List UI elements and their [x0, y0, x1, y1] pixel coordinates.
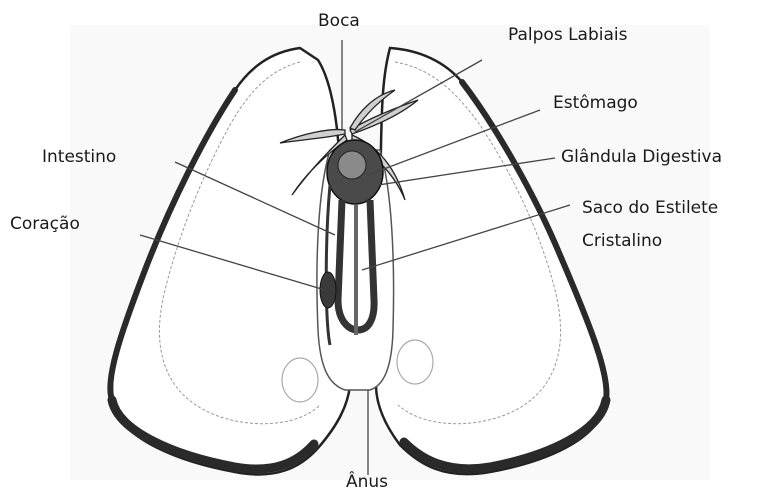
label-glandula-digestiva: Glândula Digestiva — [561, 146, 722, 168]
label-saco-estilete-2: Cristalino — [582, 230, 662, 252]
label-saco-estilete-1: Saco do Estilete — [582, 197, 718, 219]
label-palpos-labiais: Palpos Labiais — [508, 24, 627, 46]
label-anus: Ânus — [346, 471, 388, 493]
stomach — [338, 151, 366, 179]
label-estomago: Estômago — [553, 92, 638, 114]
label-intestino: Intestino — [42, 146, 116, 168]
label-boca: Boca — [318, 10, 360, 32]
label-coracao: Coração — [10, 213, 80, 235]
heart — [320, 272, 336, 308]
